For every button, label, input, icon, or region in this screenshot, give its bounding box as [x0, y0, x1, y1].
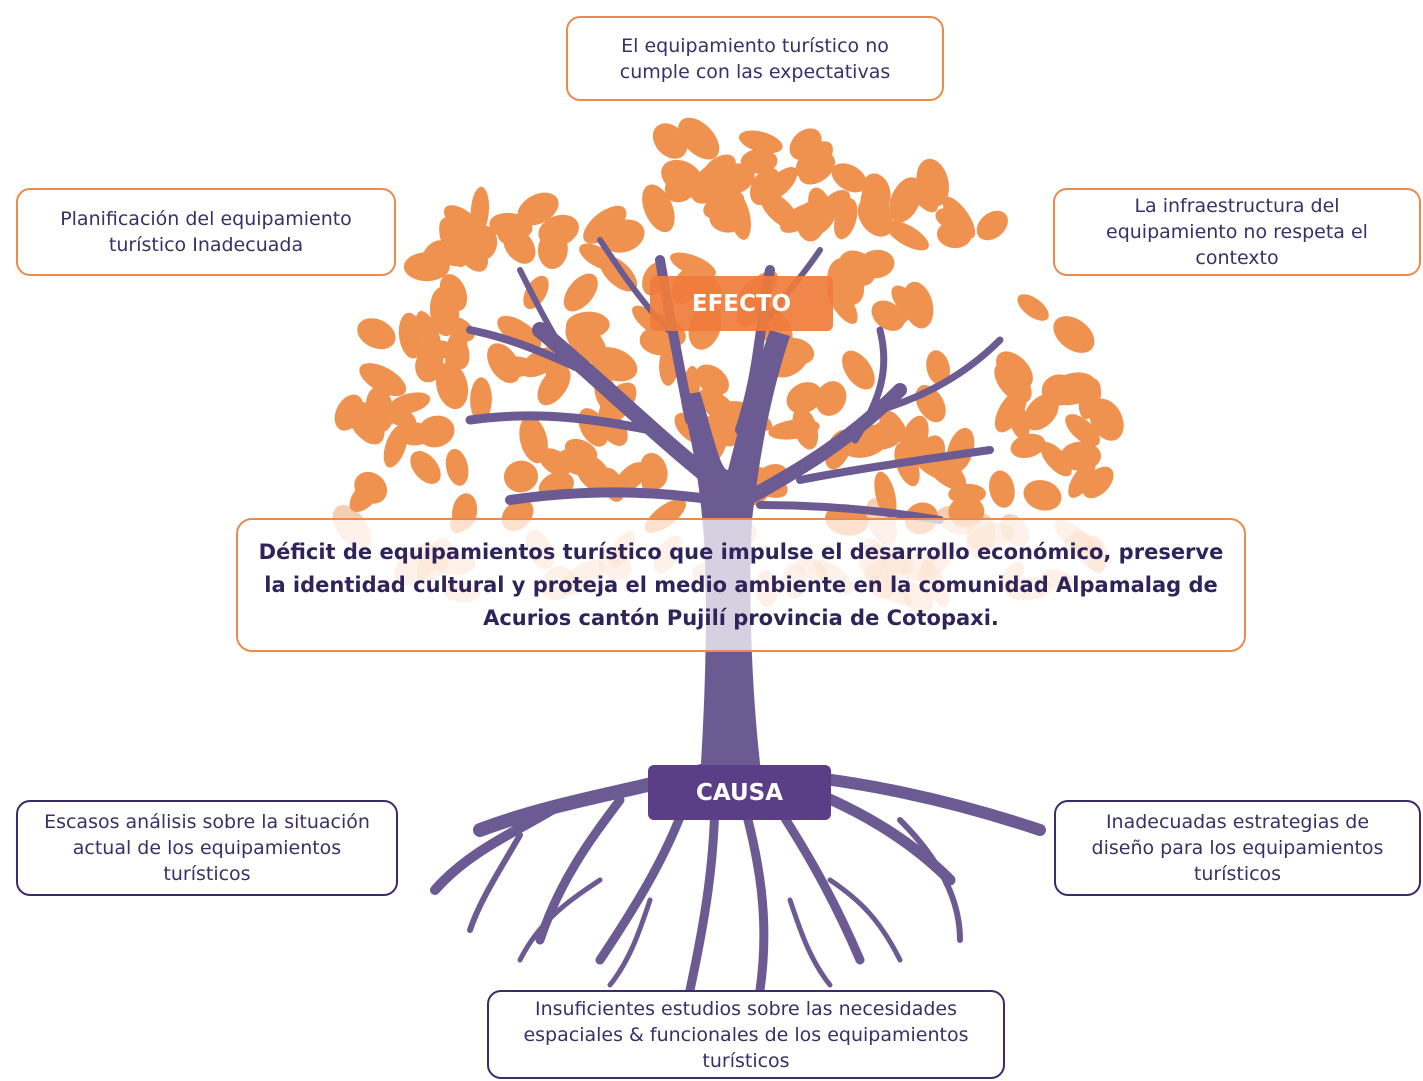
leaf	[347, 400, 385, 445]
leaf	[1082, 466, 1114, 499]
leaf	[819, 190, 851, 219]
leaf	[690, 160, 732, 204]
leaf	[670, 252, 716, 278]
leaf	[565, 311, 610, 339]
leaf	[615, 462, 648, 493]
central-problem-text: Déficit de equipamientos turístico que i…	[258, 539, 1224, 630]
leaf	[1089, 398, 1124, 441]
leaf	[994, 362, 1032, 403]
leaf	[827, 283, 858, 324]
leaf	[579, 243, 618, 271]
leaf	[695, 364, 729, 396]
leaf	[403, 252, 450, 282]
cause-left-box: Escasos análisis sobre la situación actu…	[16, 800, 398, 896]
leaf	[860, 184, 890, 227]
leaf	[503, 460, 539, 493]
leaf	[359, 363, 407, 397]
leaf	[517, 192, 559, 226]
leaf	[537, 365, 571, 406]
leaf	[936, 221, 972, 249]
leaf	[1068, 462, 1096, 498]
leaf	[652, 123, 688, 159]
leaf	[1060, 441, 1101, 471]
leaf	[1024, 393, 1059, 431]
leaf	[885, 220, 929, 251]
leaf	[889, 177, 922, 223]
leaf	[435, 362, 469, 410]
leaf	[639, 452, 668, 489]
effect-left-text: Planificación del equipamiento turístico…	[60, 208, 352, 256]
cause-label: CAUSA	[648, 765, 831, 820]
leaf	[815, 381, 847, 416]
leaf	[891, 294, 916, 328]
leaf	[470, 186, 490, 235]
leaf	[410, 451, 441, 484]
leaf	[739, 130, 783, 154]
leaf	[383, 424, 408, 468]
effect-right-text: La infraestructura del equipamiento no r…	[1106, 195, 1368, 269]
leaf	[780, 203, 820, 233]
leaf	[415, 311, 441, 354]
leaf	[678, 117, 720, 160]
leaf	[749, 167, 781, 206]
leaf	[497, 315, 542, 351]
leaf	[926, 350, 950, 386]
leaf	[976, 210, 1008, 241]
leaf	[1053, 316, 1095, 353]
leaf	[443, 205, 483, 239]
leaf	[642, 184, 675, 233]
leaf	[439, 274, 468, 312]
cause-left-text: Escasos análisis sobre la situación actu…	[44, 811, 370, 885]
leaf	[1078, 378, 1102, 420]
leaf	[1065, 414, 1101, 447]
leaf	[447, 333, 470, 370]
leaf	[375, 401, 417, 428]
leaf	[354, 471, 388, 504]
cause-right-text: Inadecuadas estrategias de diseño para l…	[1091, 811, 1384, 885]
leaf	[538, 214, 580, 247]
leaf	[519, 416, 548, 464]
leaf	[1017, 294, 1049, 321]
leaf	[874, 471, 897, 519]
leaf	[879, 410, 905, 443]
leaf	[698, 388, 741, 428]
cause-bottom-text: Insuficientes estudios sobre las necesid…	[523, 997, 969, 1072]
central-problem-box: Déficit de equipamientos turístico que i…	[236, 518, 1246, 652]
leaf	[564, 438, 598, 463]
leaf	[1023, 479, 1062, 511]
leaf	[989, 470, 1015, 508]
leaf	[468, 225, 498, 261]
leaf	[439, 237, 475, 267]
leaf	[1010, 433, 1046, 459]
leaf	[583, 205, 627, 244]
leaf	[795, 141, 833, 178]
cause-bottom-box: Insuficientes estudios sobre las necesid…	[487, 990, 1005, 1079]
effect-top-text: El equipamiento turístico no cumple con …	[619, 34, 891, 83]
leaf	[1009, 404, 1030, 440]
effect-label: EFECTO	[650, 276, 833, 331]
leaf	[740, 149, 778, 174]
leaf	[445, 448, 469, 486]
leaf	[786, 382, 823, 414]
leaf	[1040, 441, 1072, 477]
leaf	[357, 318, 396, 350]
leaf	[948, 483, 986, 504]
leaf	[415, 347, 444, 383]
leaf	[470, 377, 492, 422]
leaf	[602, 219, 645, 253]
leaf	[831, 163, 867, 193]
cause-right-box: Inadecuadas estrategias de diseño para l…	[1054, 800, 1421, 896]
leaf	[792, 407, 819, 450]
leaf	[563, 273, 598, 312]
leaf	[842, 350, 875, 390]
effect-right-box: La infraestructura del equipamiento no r…	[1053, 188, 1421, 276]
effect-left-box: Planificación del equipamiento turístico…	[16, 188, 396, 276]
effect-top-box: El equipamiento turístico no cumple con …	[566, 16, 944, 101]
